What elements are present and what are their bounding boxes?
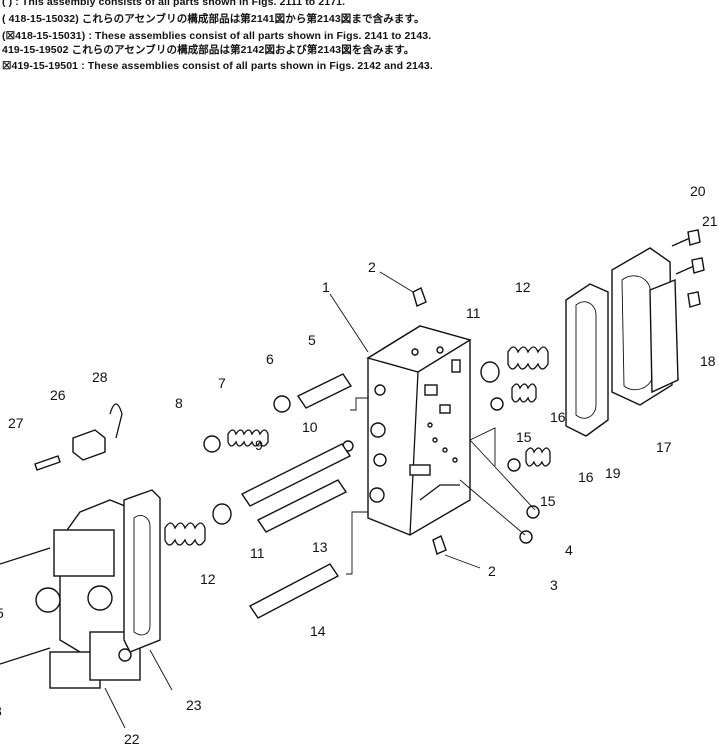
callout-12-left: 12	[200, 571, 216, 587]
callout-21: 21	[702, 213, 718, 229]
callout-16-top: 16	[550, 409, 566, 425]
callout-18: 18	[700, 353, 716, 369]
callout-2-top: 2	[368, 259, 376, 275]
callout-3: 3	[550, 577, 558, 593]
note-line-4: 419-15-19502 これらのアセンブリの構成部品は第2142図および第21…	[2, 44, 415, 56]
note-line-1: ( ) : This assembly consists of all part…	[2, 0, 346, 8]
spool-part	[240, 373, 353, 619]
callout-15-top: 15	[516, 429, 532, 445]
callout-12-right: 12	[515, 279, 531, 295]
callout-9: 9	[255, 437, 263, 453]
callout-8: 8	[175, 395, 183, 411]
callout-10: 10	[302, 419, 318, 435]
callout-11-left: 11	[250, 545, 265, 561]
valve-body-part	[366, 325, 472, 536]
solenoid-valve-part	[0, 499, 141, 689]
callout-20: 20	[690, 183, 706, 199]
note-line-2: ( 418-15-15032) これらのアセンブリの構成部品は第2141図から第…	[2, 13, 425, 25]
callout-5-left: 5	[0, 605, 4, 621]
callout-2-bottom: 2	[488, 563, 496, 579]
callout-13: 13	[312, 539, 328, 555]
callout-7: 7	[218, 375, 226, 391]
plug-part	[203, 287, 540, 555]
callout-19: 19	[605, 465, 621, 481]
bolt-part	[671, 229, 705, 308]
callout-4: 4	[565, 542, 573, 558]
leader-lines-left	[104, 649, 173, 729]
callout-26: 26	[50, 387, 66, 403]
callout-1: 1	[322, 279, 330, 295]
leader-lines	[329, 271, 536, 575]
note-line-3: (☒418-15-15031) : These assemblies consi…	[2, 30, 432, 42]
callout-6: 6	[266, 351, 274, 367]
spring-part	[164, 346, 551, 546]
callout-11-right: 11	[466, 305, 481, 321]
cover-part	[611, 247, 679, 406]
callout-23: 23	[186, 697, 202, 713]
callout-15-bottom: 15	[540, 493, 556, 509]
callout-28: 28	[92, 369, 108, 385]
gasket-plate-part	[565, 283, 609, 437]
callout-14: 14	[310, 623, 326, 639]
callout-3-left: 3	[0, 703, 2, 719]
callout-16-bottom: 16	[578, 469, 594, 485]
gasket-23-part	[123, 489, 161, 653]
callout-22: 22	[124, 731, 140, 744]
note-line-5: ☒419-15-19501 : These assemblies consist…	[2, 60, 433, 72]
small-parts-left	[34, 403, 123, 471]
callout-5: 5	[308, 332, 316, 348]
callout-27: 27	[8, 415, 24, 431]
assembly-notes: ( ) : This assembly consists of all part…	[0, 0, 719, 80]
callout-17: 17	[656, 439, 672, 455]
